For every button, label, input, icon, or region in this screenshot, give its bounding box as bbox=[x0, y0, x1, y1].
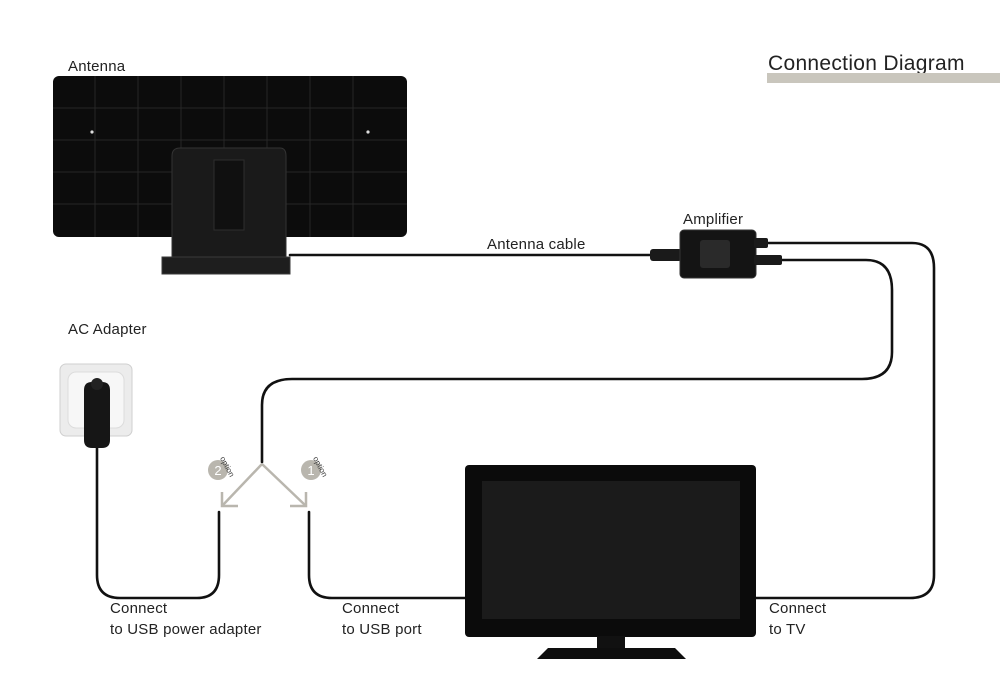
antenna-stand-slot bbox=[213, 159, 245, 231]
diagram-title: Connection Diagram bbox=[768, 52, 965, 75]
arrowhead-option-1 bbox=[290, 492, 308, 508]
usb-port-caption-line2: to USB port bbox=[342, 621, 422, 638]
arrowhead-option-2 bbox=[220, 492, 238, 508]
amplifier-connector-usb bbox=[754, 255, 782, 265]
amplifier-label-text: Amplifier bbox=[683, 211, 744, 228]
antenna-cable-label: Antenna cable bbox=[487, 236, 586, 253]
antenna-label: Antenna bbox=[68, 58, 126, 75]
option-2-badge bbox=[208, 460, 228, 480]
arrow-option-2 bbox=[221, 463, 263, 507]
ac-adapter-label: AC Adapter bbox=[68, 321, 147, 338]
usb-port-cable bbox=[307, 510, 470, 600]
usb-adapter-caption-line1: Connect bbox=[110, 600, 168, 617]
option-1-number: 1 bbox=[307, 463, 314, 478]
antenna-dot-left bbox=[90, 130, 94, 134]
arrow-option-1 bbox=[261, 463, 307, 507]
cables bbox=[95, 241, 936, 600]
option-arrows bbox=[220, 463, 308, 508]
tv-neck bbox=[597, 636, 625, 650]
tv-stand bbox=[537, 648, 686, 659]
option-2-number: 2 bbox=[214, 463, 221, 478]
amplifier-label bbox=[700, 240, 730, 268]
antenna-device bbox=[53, 76, 407, 275]
usb-adapter-caption-line2: to USB power adapter bbox=[110, 621, 262, 638]
amplifier-device bbox=[650, 229, 782, 279]
antenna-dot-right bbox=[366, 130, 370, 134]
tv-cable bbox=[754, 241, 936, 600]
title-underline-bar bbox=[767, 73, 1000, 83]
ac-adapter-device bbox=[59, 363, 133, 448]
tv-caption-line2: to TV bbox=[769, 621, 806, 638]
tv-device bbox=[465, 465, 756, 659]
ac-adapter-cable bbox=[95, 438, 221, 600]
amplifier-connector-right bbox=[754, 238, 768, 248]
tv-caption-line1: Connect bbox=[769, 600, 827, 617]
option-1-badge bbox=[301, 460, 321, 480]
power-plug bbox=[84, 382, 110, 448]
amplifier-connector-left bbox=[650, 249, 682, 261]
usb-port-caption-line1: Connect bbox=[342, 600, 400, 617]
plug-bump bbox=[91, 378, 103, 390]
antenna-base bbox=[161, 256, 291, 275]
tv-screen bbox=[482, 481, 740, 619]
usb-power-cable bbox=[260, 258, 894, 464]
